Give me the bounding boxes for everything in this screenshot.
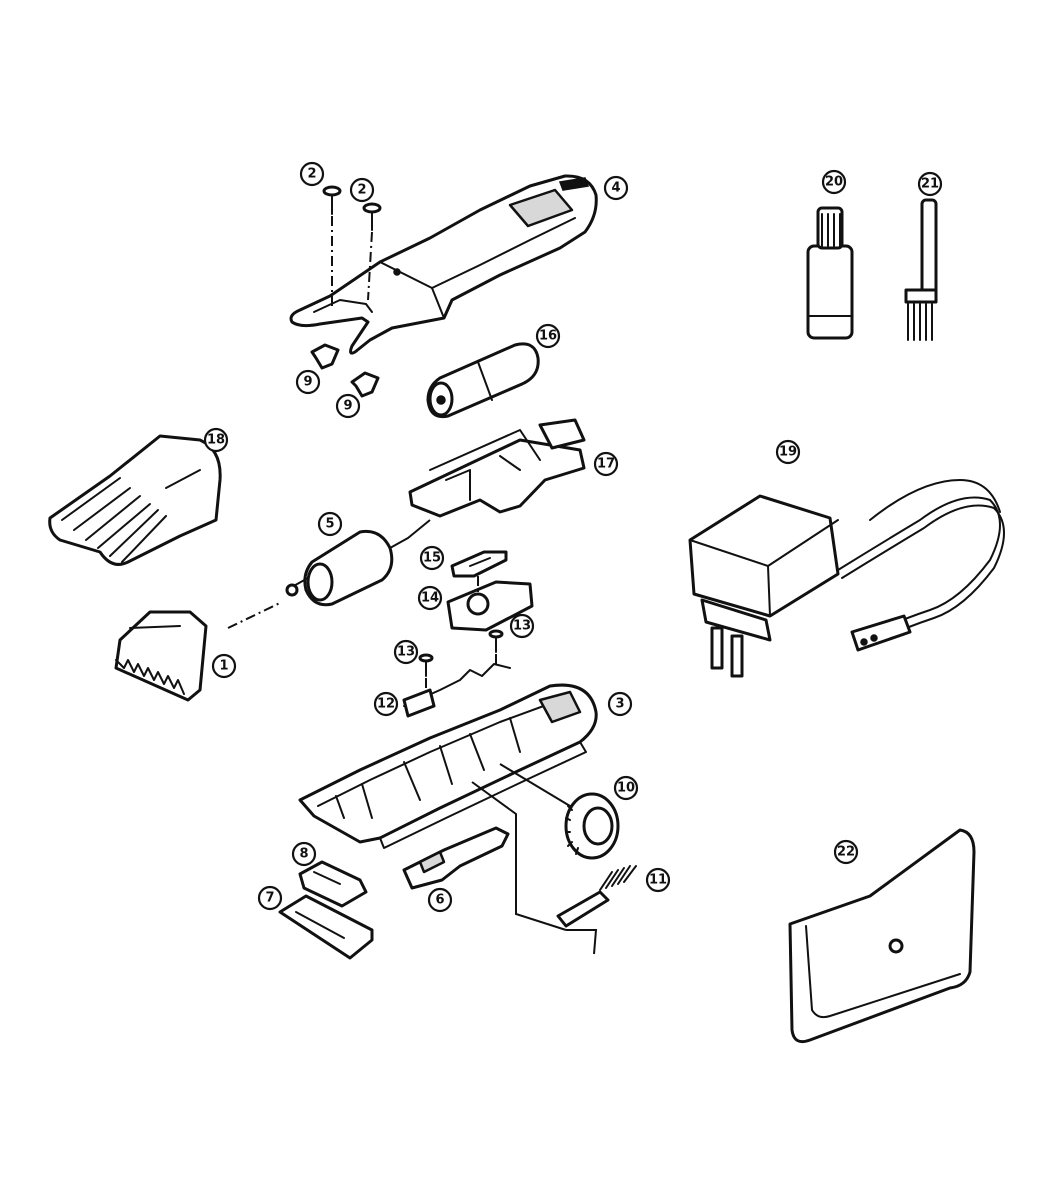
svg-text:2: 2 [357, 183, 366, 198]
cleaning-brush [556, 865, 637, 955]
oil-bottle [806, 206, 854, 340]
callout-15: 15 [419, 545, 445, 571]
callout-3: 3 [607, 691, 633, 717]
callout-1: 1 [211, 653, 237, 679]
comb-attachment [48, 434, 222, 566]
svg-text:21: 21 [921, 177, 939, 192]
lower-cover [278, 894, 374, 960]
screw-13b [488, 629, 504, 664]
callout-9b: 9 [335, 393, 361, 419]
svg-text:20: 20 [825, 175, 843, 190]
svg-text:13: 13 [397, 645, 415, 660]
clip-9a [310, 343, 340, 370]
callout-17: 17 [593, 451, 619, 477]
motor [285, 519, 431, 607]
svg-text:8: 8 [299, 847, 308, 862]
charger [688, 479, 1005, 678]
svg-text:17: 17 [597, 457, 615, 472]
callout-11: 11 [645, 867, 671, 893]
upper-housing [289, 174, 598, 355]
adjustment-wheel [499, 763, 620, 860]
switch-upper [450, 550, 508, 578]
callout-10: 10 [613, 775, 639, 801]
svg-text:4: 4 [611, 181, 620, 196]
callout-2a: 2 [299, 161, 325, 187]
callout-16: 16 [535, 323, 561, 349]
lower-housing [298, 683, 598, 931]
svg-text:19: 19 [779, 445, 797, 460]
svg-text:18: 18 [207, 433, 225, 448]
svg-text:13: 13 [513, 619, 531, 634]
callout-5: 5 [317, 511, 343, 537]
callout-20: 20 [821, 169, 847, 195]
callout-6: 6 [427, 887, 453, 913]
storage-pouch [788, 828, 976, 1044]
svg-text:9: 9 [343, 399, 352, 414]
svg-text:11: 11 [649, 873, 667, 888]
svg-text:2: 2 [307, 167, 316, 182]
svg-text:14: 14 [421, 591, 439, 606]
cleaning-brush-small [904, 198, 938, 341]
screw-2a [322, 185, 342, 308]
switch-lever [402, 826, 510, 890]
svg-text:6: 6 [435, 893, 444, 908]
svg-text:1: 1 [219, 659, 228, 674]
blade-holder [298, 860, 368, 908]
callout-14: 14 [417, 585, 443, 611]
svg-text:5: 5 [325, 517, 334, 532]
svg-text:22: 22 [837, 845, 855, 860]
callout-12: 12 [373, 691, 399, 717]
callout-9a: 9 [295, 369, 321, 395]
svg-text:15: 15 [423, 551, 441, 566]
battery [426, 342, 540, 419]
callout-2b: 2 [349, 177, 375, 203]
callout-13b: 13 [509, 613, 535, 639]
svg-text:16: 16 [539, 329, 557, 344]
switch-base [446, 576, 534, 632]
svg-text:7: 7 [265, 891, 274, 906]
screw-2b [362, 202, 382, 301]
svg-text:9: 9 [303, 375, 312, 390]
callout-4: 4 [603, 175, 629, 201]
contact-plate [402, 663, 511, 718]
circuit-board [408, 418, 586, 518]
svg-text:12: 12 [377, 697, 395, 712]
svg-text:3: 3 [615, 697, 624, 712]
callout-13a: 13 [393, 639, 419, 665]
screw-13a [418, 653, 434, 690]
callout-22: 22 [833, 839, 859, 865]
callout-7: 7 [257, 885, 283, 911]
svg-text:10: 10 [617, 781, 635, 796]
callout-19: 19 [775, 439, 801, 465]
callout-21: 21 [917, 171, 943, 197]
clip-9b [350, 371, 380, 398]
callout-18: 18 [203, 427, 229, 453]
blade [114, 601, 283, 702]
callout-8: 8 [291, 841, 317, 867]
